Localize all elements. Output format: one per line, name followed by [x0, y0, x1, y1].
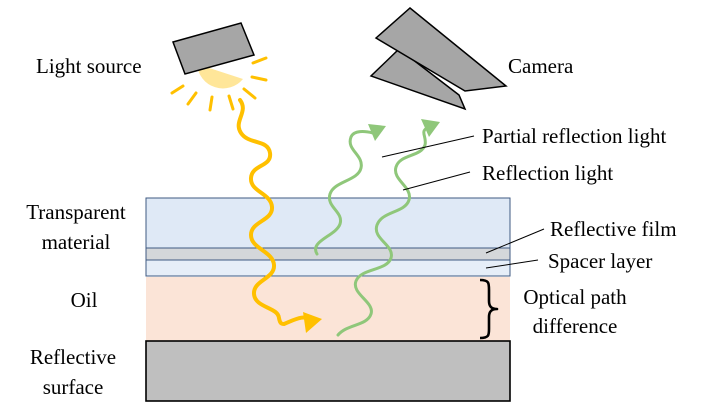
spacer-layer-label: Spacer layer — [548, 249, 653, 273]
oil-label: Oil — [70, 288, 98, 312]
reflective-film-leader — [485, 228, 545, 254]
transparent-material-label: Transparent material — [6, 200, 146, 254]
reflective-surface-label-line2: surface — [42, 375, 104, 399]
optical-path-difference-label-line1: Optical path — [523, 285, 627, 309]
camera-icon — [369, 7, 508, 111]
spacer-layer — [145, 259, 511, 277]
incident-light-wave — [236, 98, 315, 327]
optical-path-difference-label: Optical path difference — [510, 285, 640, 338]
transparent-material-label-line1: Transparent — [26, 200, 126, 224]
reflection-light-arrowhead — [421, 119, 440, 137]
transparent-material-label-line2: material — [41, 230, 111, 254]
reflection-light-label: Reflection light — [482, 161, 614, 185]
reflective-film — [145, 247, 511, 261]
light-source-icon — [170, 22, 268, 112]
optical-path-bracket — [479, 278, 499, 340]
reflective-surface-label-line1: Reflective — [29, 345, 117, 369]
reflective-surface-label: Reflective surface — [10, 345, 136, 399]
transparent-material — [145, 197, 511, 249]
oil-layer — [146, 277, 510, 341]
partial-reflection-arrowhead — [368, 124, 386, 141]
incident-light-arrowhead — [303, 312, 322, 333]
partial-reflection-light-wave — [314, 130, 375, 256]
light-source-label: Light source — [36, 54, 142, 78]
partial-reflection-leader — [381, 135, 475, 158]
spacer-layer-leader — [485, 259, 539, 269]
partial-reflection-light-label: Partial reflection light — [482, 124, 667, 148]
reflection-light-leader — [402, 171, 471, 191]
reflective-film-label: Reflective film — [550, 217, 677, 241]
reflection-light-wave — [336, 126, 429, 337]
optical-path-difference-label-line2: difference — [532, 314, 618, 338]
camera-label: Camera — [508, 54, 574, 78]
reflective-surface — [145, 340, 511, 402]
